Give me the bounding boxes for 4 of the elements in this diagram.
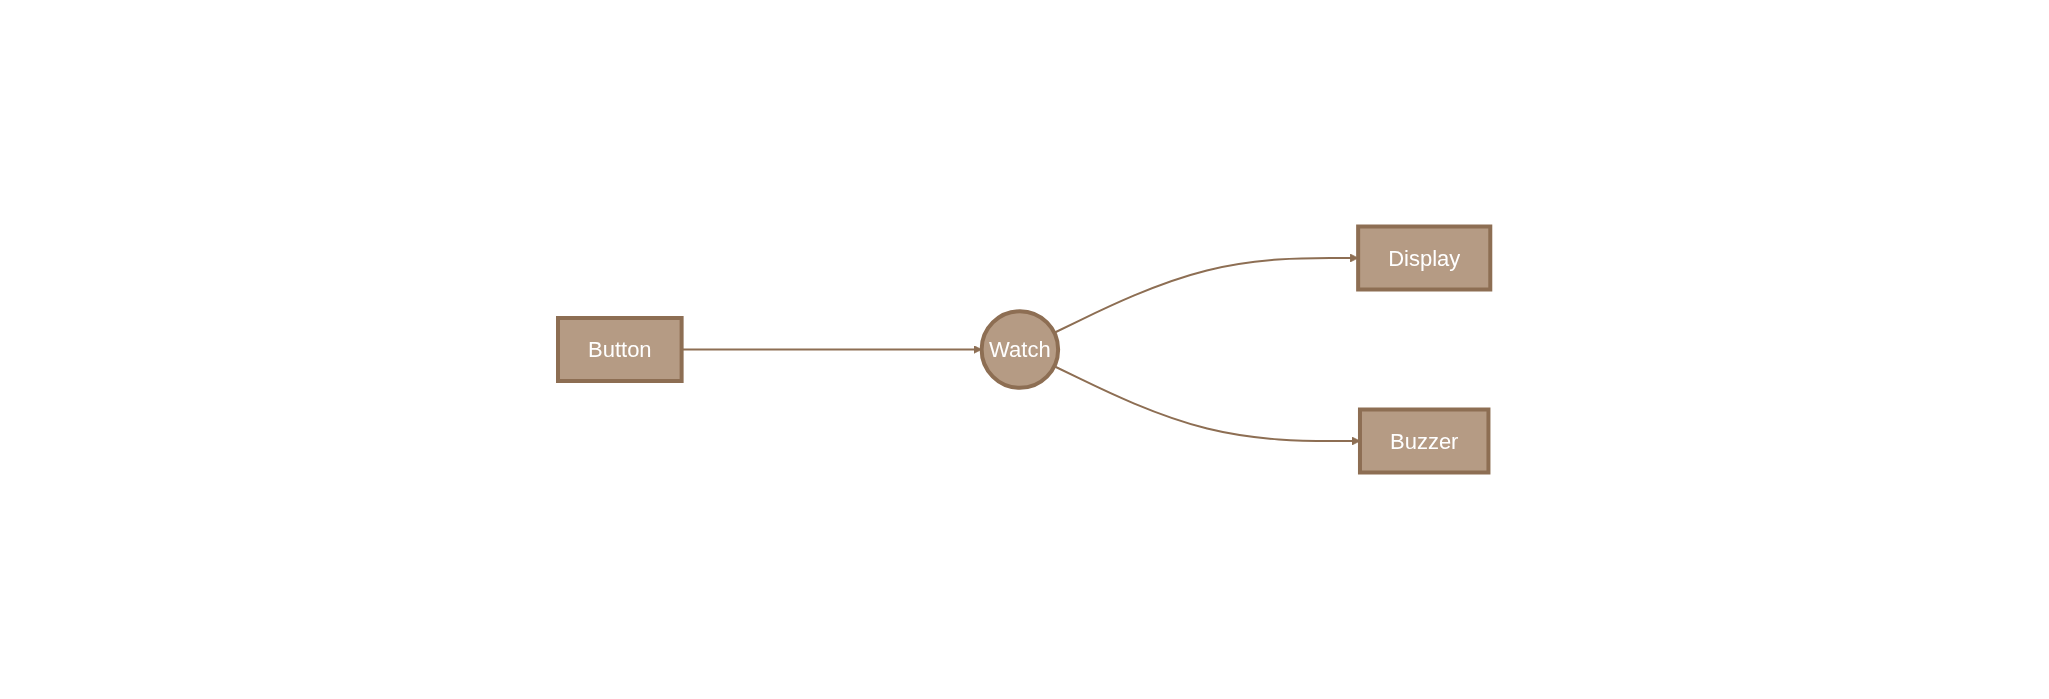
node-box: Display bbox=[1356, 224, 1493, 292]
node-box: Buzzer bbox=[1358, 407, 1491, 475]
node-circle: Watch bbox=[979, 309, 1061, 390]
node-box: Button bbox=[556, 316, 684, 383]
